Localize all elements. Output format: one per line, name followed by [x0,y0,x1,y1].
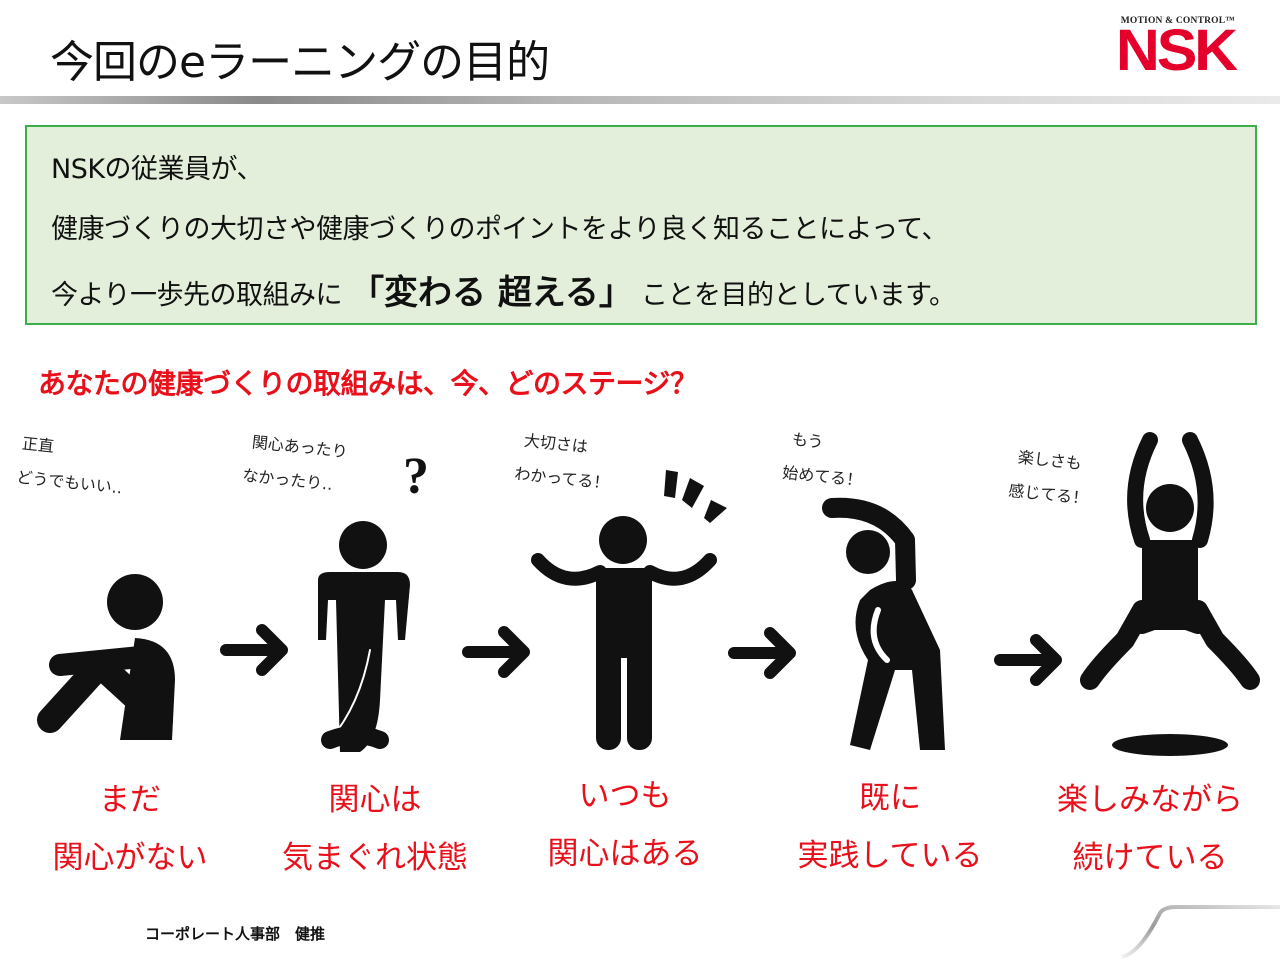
footer-department: コーポレート人事部 健推 [145,925,326,943]
stage-label-line: 関心がない [52,840,208,876]
purpose-line-3-suffix: ことを目的としています。 [640,280,956,311]
stage-label-line: 既に [859,780,921,816]
stage-label-line: 関心はある [547,836,703,872]
page-title: 今回のeラーニングの目的 [50,37,550,88]
arrow-right-icon [994,634,1062,686]
purpose-line-2: 健康づくりの大切さや健康づくりのポイントをより良く知ることによって、 [51,214,948,245]
stage-label-line: 実践している [797,838,983,874]
jumping-person-icon [1080,432,1260,756]
stage-5-label: 楽しみながら 続けている [1040,771,1260,887]
corner-swoosh-decoration [1121,905,1280,959]
logo-brand: NSK [1115,18,1238,83]
stage-4-label: 既に 実践している [790,769,990,885]
exclamation-lines-icon [664,470,678,498]
purpose-line-3-prefix: 今より一歩先の取組みに [51,280,342,311]
stage-label-line: まだ [99,782,161,818]
stage-1-label: まだ 関心がない [30,771,230,887]
purpose-line-3: 今より一歩先の取組みに 「変わる 超える」 ことを目的としています。 [51,265,956,314]
stage-question: あなたの健康づくりの取組みは、今、どのステージ？ [38,367,698,400]
stage-label-line: 関心は [328,782,422,818]
title-divider [0,96,1280,104]
stage-figures: ? [37,432,1260,756]
stage-label-line: 続けている [1072,840,1228,876]
sitting-hugging-knees-icon [37,574,175,740]
purpose-line-1: NSKの従業員が、 [51,154,264,185]
stage-label-line: 気まぐれ状態 [282,840,468,876]
side-stretch-icon [822,497,945,750]
question-mark-icon: ? [403,448,429,505]
nsk-logo: MOTION & CONTROL™ NSK [1105,16,1238,80]
arrow-right-icon [220,624,288,676]
shadow-hole-icon [1112,734,1228,756]
standing-arms-out-icon [531,470,727,750]
logo-tagline: MOTION & CONTROL™ [1120,16,1235,26]
stage-2-label: 関心は 気まぐれ状態 [270,771,480,887]
stage-label-line: 楽しみながら [1057,782,1243,818]
arrow-right-icon [462,626,530,678]
standing-crossed-legs-icon [318,521,410,752]
purpose-box: NSKの従業員が、 健康づくりの大切さや健康づくりのポイントをより良く知ることに… [25,125,1257,325]
stage-3-label: いつも 関心はある [525,767,725,883]
stage-label-line: いつも [578,778,672,814]
arrow-right-icon [728,627,796,679]
purpose-emphasis: 「変わる 超える」 [350,273,633,313]
